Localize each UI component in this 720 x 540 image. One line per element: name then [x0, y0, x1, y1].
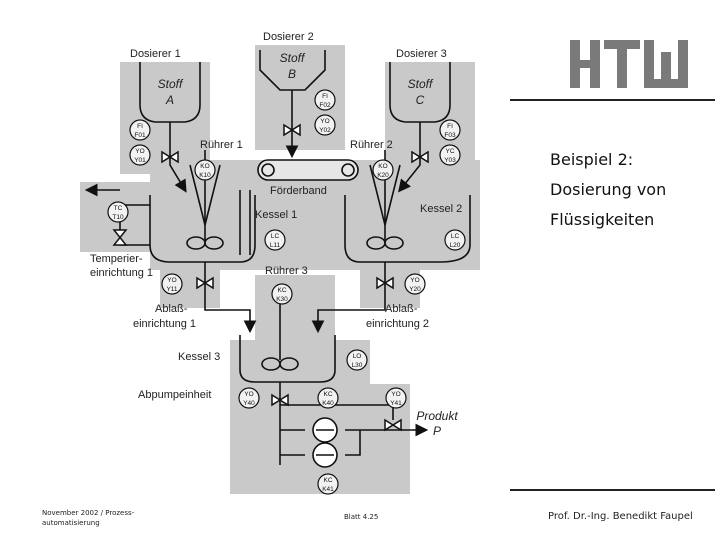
produkt-line-2: P — [433, 424, 441, 438]
ko10-bottom: K10 — [199, 172, 211, 179]
title-line-3: Flüssigkeiten — [550, 210, 655, 229]
dosierer-2-label: Dosierer 2 — [263, 31, 314, 43]
yo41-bottom: Y41 — [390, 400, 402, 407]
kessel-2-label: Kessel 2 — [420, 203, 462, 215]
yc03-bottom: Y03 — [444, 157, 456, 164]
footer-left-line-2: automatisierung — [42, 519, 100, 527]
yo11-top: YO — [167, 277, 176, 284]
title-line-2: Dosierung von — [550, 180, 667, 199]
produkt-line-1: Produkt — [416, 409, 458, 423]
ko20-top: KO — [378, 163, 387, 170]
yo01-bottom: Y01 — [134, 157, 146, 164]
temperier-line-1: Temperier- — [90, 253, 143, 265]
ruehrer-1-label: Rührer 1 — [200, 139, 243, 151]
ablass-2-line-1: Ablaß- — [385, 303, 418, 315]
ko10-top: KO — [200, 163, 209, 170]
ablass-1-line-2: einrichtung 1 — [133, 318, 196, 330]
fi03-top: FI — [447, 123, 453, 130]
ko20-bottom: K20 — [377, 172, 389, 179]
stoff-c-line-1: Stoff — [408, 77, 434, 91]
kessel-3-label: Kessel 3 — [178, 351, 220, 363]
abpump-label: Abpumpeinheit — [138, 389, 211, 401]
yo20-bottom: Y20 — [409, 286, 421, 293]
footer-rule — [510, 489, 715, 491]
lc20-bottom: L20 — [450, 242, 461, 249]
yo01-top: YO — [135, 148, 144, 155]
valves — [112, 123, 429, 432]
fi01-bottom: F01 — [134, 132, 146, 139]
yc03-top: YC — [445, 148, 454, 155]
ablass-2-line-2: einrichtung 2 — [366, 318, 429, 330]
instrument-bubbles — [107, 89, 466, 495]
fi03-bottom: F03 — [444, 132, 456, 139]
conveyor-belt — [257, 159, 359, 181]
lo30-top: LO — [353, 353, 362, 360]
slide-title: Beispiel 2: Dosierung von Flüssigkeiten — [550, 145, 715, 235]
lc20-top: LC — [451, 233, 460, 240]
lc11-top: LC — [271, 233, 280, 240]
dosing-vessels — [139, 50, 451, 193]
footer-page: Blatt 4.25 — [344, 513, 379, 521]
header-rule — [510, 99, 715, 101]
section-labels: Dosierer 1 Dosierer 2 Dosierer 3 Rührer … — [90, 31, 462, 401]
kc30-top: KC — [277, 287, 286, 294]
kc41-top: KC — [323, 477, 332, 484]
yo11-bottom: Y11 — [166, 286, 177, 293]
lo30-bottom: L30 — [352, 362, 363, 369]
tc10-bottom: T10 — [112, 214, 124, 221]
substance-labels: Stoff A Stoff B Stoff C Produkt P — [158, 51, 459, 438]
stoff-a-line-2: A — [165, 93, 174, 107]
yo40-top: YO — [244, 391, 253, 398]
tank-3 — [239, 300, 429, 468]
fi01-top: FI — [137, 123, 143, 130]
ruehrer-2-label: Rührer 2 — [350, 139, 393, 151]
ablass-1-line-1: Ablaß- — [155, 303, 188, 315]
ruehrer-3-label: Rührer 3 — [265, 265, 308, 277]
yo02-bottom: Y02 — [319, 127, 331, 134]
stoff-a-line-1: Stoff — [158, 77, 184, 91]
kc41-bottom: K41 — [322, 486, 334, 493]
fi02-top: FI — [322, 93, 328, 100]
stoff-b-line-2: B — [288, 67, 296, 81]
yo02-top: YO — [320, 118, 329, 125]
yo41-top: YO — [391, 391, 400, 398]
footer-left: November 2002 / Prozess- automatisierung — [42, 508, 134, 528]
foerderband-label: Förderband — [270, 185, 327, 197]
title-line-1: Beispiel 2: — [550, 150, 634, 169]
kc40-bottom: K40 — [322, 400, 334, 407]
temperier-line-2: einrichtung 1 — [90, 267, 153, 279]
fi02-bottom: F02 — [319, 102, 331, 109]
kc30-bottom: K30 — [276, 296, 288, 303]
dosierer-3-label: Dosierer 3 — [396, 48, 447, 60]
kc40-top: KC — [323, 391, 332, 398]
tc10-top: TC — [114, 205, 123, 212]
kessel-1-label: Kessel 1 — [255, 209, 297, 221]
footer-author: Prof. Dr.-Ing. Benedikt Faupel — [548, 511, 693, 522]
footer-left-line-1: November 2002 / Prozess- — [42, 509, 135, 517]
htw-logo — [570, 40, 688, 88]
yo20-top: YO — [410, 277, 419, 284]
yo40-bottom: Y40 — [243, 400, 255, 407]
stoff-b-line-1: Stoff — [280, 51, 306, 65]
dosierer-1-label: Dosierer 1 — [130, 48, 181, 60]
instrument-labels: FI F01 YO Y01 FI F02 YO Y02 FI F03 YC Y0… — [112, 93, 460, 493]
lc11-bottom: L11 — [270, 242, 281, 249]
stoff-c-line-2: C — [416, 93, 425, 107]
